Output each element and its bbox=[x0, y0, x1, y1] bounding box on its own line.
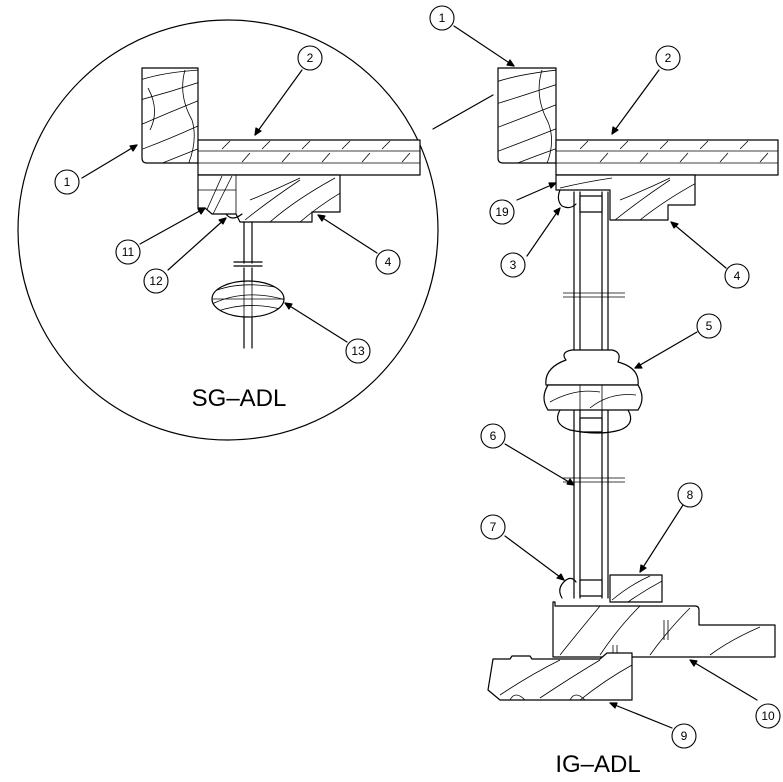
callout-bubble-4-sg: 4 bbox=[375, 249, 401, 275]
ig-glass-pane bbox=[555, 139, 779, 176]
ig-grille-separator bbox=[543, 349, 643, 434]
detail-circle bbox=[17, 19, 439, 441]
callout-bubble-3: 3 bbox=[500, 252, 526, 278]
sg-grille-separator bbox=[211, 280, 285, 318]
svg-text:2: 2 bbox=[307, 51, 314, 65]
ig-frame-member bbox=[497, 67, 557, 164]
callout-bubble-8: 8 bbox=[677, 482, 703, 508]
callout-bubble-9: 9 bbox=[671, 723, 697, 749]
detail-leader-line bbox=[432, 94, 494, 130]
callout-bubble-10: 10 bbox=[755, 703, 781, 729]
sg-adl-detail bbox=[17, 19, 494, 441]
svg-text:11: 11 bbox=[122, 245, 135, 259]
sg-glass-pane bbox=[197, 139, 421, 176]
svg-text:10: 10 bbox=[761, 709, 775, 723]
svg-text:12: 12 bbox=[149, 274, 163, 288]
callout-bubble-11: 11 bbox=[115, 239, 141, 265]
svg-text:7: 7 bbox=[490, 520, 497, 534]
callout-bubble-1-ig: 1 bbox=[429, 5, 455, 31]
svg-text:8: 8 bbox=[687, 488, 694, 502]
svg-text:2: 2 bbox=[665, 51, 672, 65]
callout-bubble-13: 13 bbox=[345, 338, 371, 364]
svg-text:1: 1 bbox=[439, 11, 446, 25]
svg-text:19: 19 bbox=[495, 205, 509, 219]
callout-bubble-19: 19 bbox=[489, 199, 515, 225]
svg-text:13: 13 bbox=[351, 344, 365, 358]
sg-frame-member bbox=[141, 67, 199, 164]
ig-base-member bbox=[487, 652, 633, 701]
callout-bubble-1-sg: 1 bbox=[54, 169, 80, 195]
svg-text:5: 5 bbox=[706, 319, 713, 333]
svg-text:4: 4 bbox=[734, 269, 741, 283]
callout-bubble-5: 5 bbox=[696, 313, 722, 339]
sg-adl-label: SG–ADL bbox=[192, 385, 287, 412]
svg-text:1: 1 bbox=[64, 175, 71, 189]
ig-adl-assembly bbox=[453, 25, 779, 729]
callout-bubble-2-ig: 2 bbox=[655, 45, 681, 71]
callout-bubble-12: 12 bbox=[143, 268, 169, 294]
svg-text:4: 4 bbox=[385, 255, 392, 269]
sg-stop-member bbox=[197, 174, 341, 223]
svg-text:6: 6 bbox=[490, 429, 497, 443]
ig-bottom-stop bbox=[559, 574, 663, 603]
ig-stop-member bbox=[555, 174, 696, 221]
callout-bubble-4-ig: 4 bbox=[724, 263, 750, 289]
ig-adl-label: IG–ADL bbox=[555, 751, 640, 778]
svg-text:9: 9 bbox=[681, 729, 688, 743]
svg-text:3: 3 bbox=[510, 258, 517, 272]
callout-bubble-7: 7 bbox=[480, 514, 506, 540]
sg-leaders bbox=[81, 69, 378, 343]
ig-sill-member bbox=[552, 601, 776, 658]
ig-leaders bbox=[453, 25, 758, 729]
callout-bubble-6: 6 bbox=[480, 423, 506, 449]
callout-bubble-2-sg: 2 bbox=[297, 45, 323, 71]
sg-muntin bbox=[233, 221, 263, 349]
